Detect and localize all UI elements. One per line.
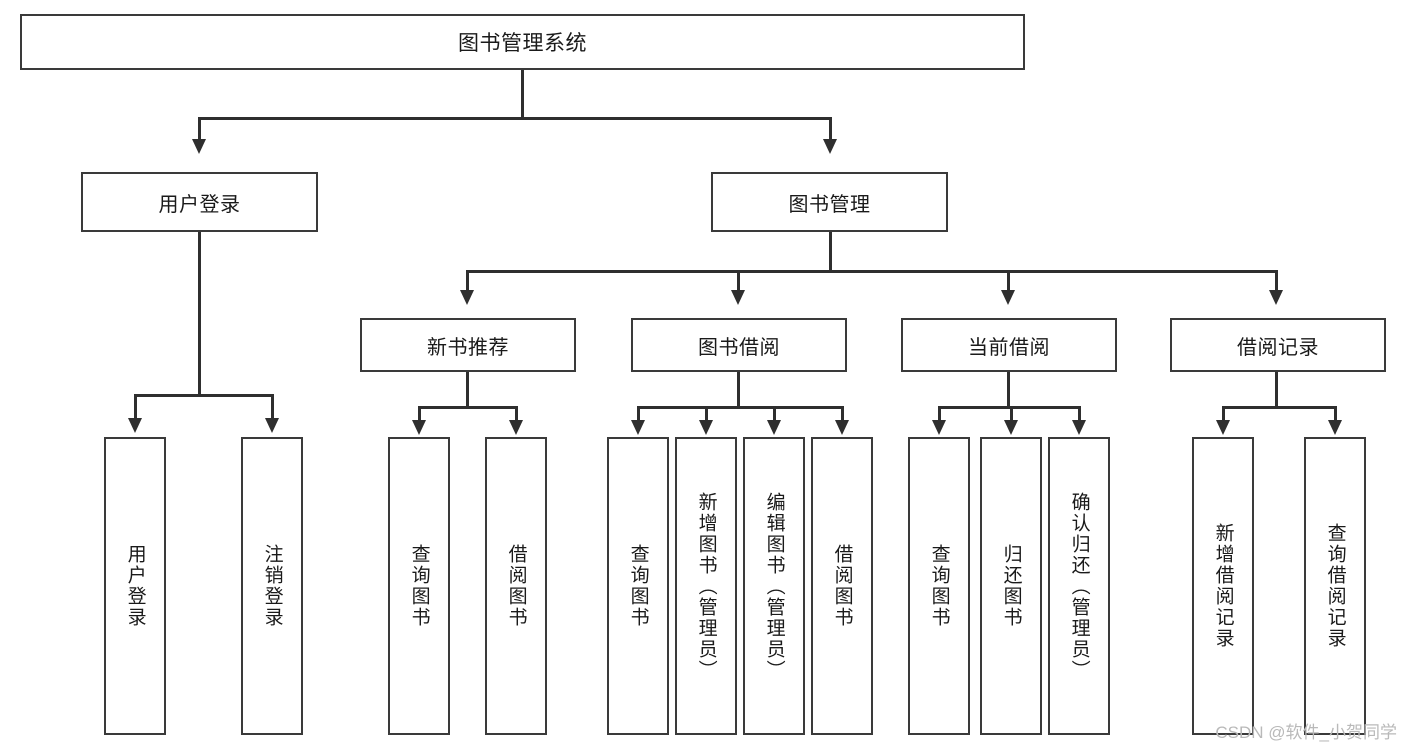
leaf-add-book-admin[interactable]: 新增图书（管理员） — [675, 437, 737, 735]
leaf-user-login[interactable]: 用户登录 — [104, 437, 166, 735]
arrowhead-user-login-leaf1 — [128, 418, 142, 433]
node-borrow-record[interactable]: 借阅记录 — [1170, 318, 1386, 372]
arrowhead-to-book-borrow — [731, 290, 745, 305]
arrowhead-user-login-leaf2 — [265, 418, 279, 433]
connector-root-to-user-login — [198, 117, 201, 141]
arrowhead-to-current-borrow — [1001, 290, 1015, 305]
connector-user-login-bus — [134, 394, 274, 397]
connector-borrow-record-stem — [1275, 372, 1278, 408]
leaf-query-borrow-record[interactable]: 查询借阅记录 — [1304, 437, 1366, 735]
connector-book-borrow-stem — [737, 372, 740, 408]
connector-borrow-record-to-leaf1 — [1222, 406, 1225, 422]
leaf-borrow-book-recommend[interactable]: 借阅图书 — [485, 437, 547, 735]
leaf-add-borrow-record[interactable]: 新增借阅记录 — [1192, 437, 1254, 735]
node-new-book-recommend[interactable]: 新书推荐 — [360, 318, 576, 372]
connector-current-borrow-stem — [1007, 372, 1010, 408]
arrowhead-book-borrow-leaf4 — [835, 420, 849, 435]
arrowhead-new-book-leaf1 — [412, 420, 426, 435]
arrowhead-current-borrow-leaf3 — [1072, 420, 1086, 435]
connector-current-borrow-bus — [938, 406, 1081, 409]
node-label: 图书管理 — [788, 193, 871, 216]
connector-to-borrow-record — [1275, 270, 1278, 292]
connector-new-book-to-leaf2 — [515, 406, 518, 422]
node-label: 新增借阅记录 — [1212, 523, 1234, 649]
arrowhead-new-book-leaf2 — [509, 420, 523, 435]
connector-new-book-bus — [418, 406, 518, 409]
connector-to-new-book — [466, 270, 469, 292]
node-book-borrow[interactable]: 图书借阅 — [631, 318, 847, 372]
node-label: 用户登录 — [124, 544, 146, 628]
node-book-management[interactable]: 图书管理 — [711, 172, 948, 232]
arrowhead-book-borrow-leaf1 — [631, 420, 645, 435]
connector-book-manage-stem — [829, 232, 832, 272]
node-label: 查询图书 — [408, 544, 430, 628]
node-user-login[interactable]: 用户登录 — [81, 172, 318, 232]
leaf-logout[interactable]: 注销登录 — [241, 437, 303, 735]
node-label: 图书管理系统 — [458, 32, 587, 55]
connector-new-book-to-leaf1 — [418, 406, 421, 422]
arrowhead-to-borrow-record — [1269, 290, 1283, 305]
arrowhead-to-new-book — [460, 290, 474, 305]
arrowhead-borrow-record-leaf1 — [1216, 420, 1230, 435]
leaf-query-book-borrow[interactable]: 查询图书 — [607, 437, 669, 735]
csdn-watermark: CSDN @软件_小贺同学 — [1215, 723, 1397, 742]
connector-book-borrow-bus — [637, 406, 843, 409]
node-label: 新增图书（管理员） — [695, 491, 717, 681]
arrowhead-current-borrow-leaf1 — [932, 420, 946, 435]
connector-level2-bus — [466, 270, 1278, 273]
connector-book-borrow-to-leaf2 — [705, 406, 708, 422]
node-label: 查询借阅记录 — [1324, 523, 1346, 649]
connector-new-book-stem — [466, 372, 469, 408]
connector-current-borrow-to-leaf2 — [1010, 406, 1013, 422]
node-label: 图书借阅 — [698, 336, 780, 359]
leaf-return-book[interactable]: 归还图书 — [980, 437, 1042, 735]
connector-user-login-to-leaf1 — [134, 394, 137, 420]
connector-user-login-stem — [198, 232, 201, 396]
node-label: 借阅记录 — [1237, 336, 1319, 359]
connector-user-login-to-leaf2 — [271, 394, 274, 420]
arrowhead-current-borrow-leaf2 — [1004, 420, 1018, 435]
leaf-borrow-book[interactable]: 借阅图书 — [811, 437, 873, 735]
node-label: 注销登录 — [261, 544, 283, 628]
connector-root-stem — [521, 70, 524, 119]
connector-to-current-borrow — [1007, 270, 1010, 292]
node-label: 编辑图书（管理员） — [763, 491, 785, 681]
node-label: 归还图书 — [1000, 544, 1022, 628]
node-label: 查询图书 — [627, 544, 649, 628]
connector-root-to-book-manage — [829, 117, 832, 141]
leaf-query-book-recommend[interactable]: 查询图书 — [388, 437, 450, 735]
node-label: 当前借阅 — [968, 336, 1050, 359]
arrowhead-book-borrow-leaf2 — [699, 420, 713, 435]
connector-current-borrow-to-leaf1 — [938, 406, 941, 422]
node-label: 借阅图书 — [505, 544, 527, 628]
connector-borrow-record-bus — [1222, 406, 1337, 409]
connector-borrow-record-to-leaf2 — [1334, 406, 1337, 422]
connector-book-borrow-to-leaf1 — [637, 406, 640, 422]
leaf-confirm-return-admin[interactable]: 确认归还（管理员） — [1048, 437, 1110, 735]
connector-book-borrow-to-leaf3 — [773, 406, 776, 422]
connector-book-borrow-to-leaf4 — [841, 406, 844, 422]
connector-to-book-borrow — [737, 270, 740, 292]
node-label: 查询图书 — [928, 544, 950, 628]
arrowhead-borrow-record-leaf2 — [1328, 420, 1342, 435]
node-label: 新书推荐 — [427, 336, 509, 359]
leaf-edit-book-admin[interactable]: 编辑图书（管理员） — [743, 437, 805, 735]
arrowhead-to-book-manage — [823, 139, 837, 154]
node-label: 用户登录 — [158, 193, 241, 216]
connector-root-bus — [198, 117, 832, 120]
node-label: 借阅图书 — [831, 544, 853, 628]
node-root-library-system[interactable]: 图书管理系统 — [20, 14, 1025, 70]
node-label: 确认归还（管理员） — [1068, 491, 1090, 681]
node-current-borrow[interactable]: 当前借阅 — [901, 318, 1117, 372]
leaf-query-book-current[interactable]: 查询图书 — [908, 437, 970, 735]
arrowhead-to-user-login — [192, 139, 206, 154]
connector-current-borrow-to-leaf3 — [1078, 406, 1081, 422]
arrowhead-book-borrow-leaf3 — [767, 420, 781, 435]
